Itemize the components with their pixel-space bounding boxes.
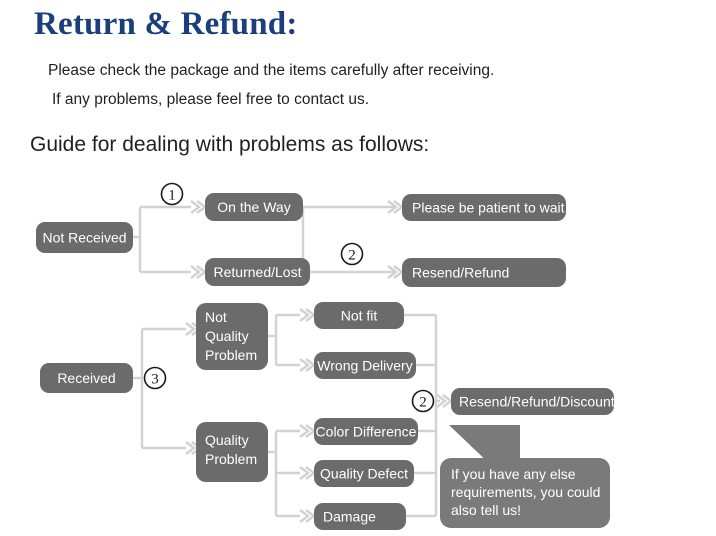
arrowhead-wrong-delivery <box>299 358 316 372</box>
node-not-quality-problem-line3: Problem <box>205 347 257 363</box>
node-returned-lost-label: Returned/Lost <box>214 264 302 280</box>
intro-line-1: Please check the package and the items c… <box>48 62 495 79</box>
node-not-fit[interactable]: Not fit <box>314 302 404 329</box>
node-resend-refund-discount-label: Resend/Refund/Discount <box>459 394 615 410</box>
page-title: Return & Refund: <box>34 6 298 42</box>
arrowhead-not-fit <box>299 308 316 322</box>
node-color-difference-label: Color Difference <box>316 424 417 440</box>
node-quality-problem-line2: Problem <box>205 451 257 467</box>
callout-line-3: also tell us! <box>451 502 521 518</box>
node-resend-refund[interactable]: Resend/Refund <box>402 258 566 287</box>
node-returned-lost[interactable]: Returned/Lost <box>205 258 310 286</box>
node-quality-defect[interactable]: Quality Defect <box>314 460 414 487</box>
intro-line-2: If any problems, please feel free to con… <box>52 91 370 108</box>
callout-bubble: If you have any else requirements, you c… <box>440 425 610 528</box>
node-on-the-way[interactable]: On the Way <box>205 193 303 221</box>
node-not-fit-label: Not fit <box>341 308 378 324</box>
arrowhead-damage <box>299 509 316 523</box>
node-please-be-patient-label: Please be patient to wait <box>412 200 565 216</box>
node-quality-problem-line1: Quality <box>205 432 249 448</box>
node-not-received-label: Not Received <box>42 230 126 246</box>
guide-heading: Guide for dealing with problems as follo… <box>30 133 430 156</box>
connector-qp-split <box>268 429 300 518</box>
node-not-received[interactable]: Not Received <box>36 222 133 253</box>
arrowhead-quality-defect <box>299 466 316 480</box>
node-resend-refund-label: Resend/Refund <box>412 265 509 281</box>
marker-two-top: 2 <box>340 242 364 266</box>
node-resend-refund-discount[interactable]: Resend/Refund/Discount <box>451 388 615 415</box>
node-on-the-way-label: On the Way <box>217 199 290 215</box>
node-quality-problem[interactable]: Quality Problem <box>196 422 268 482</box>
connector-received-split <box>133 327 186 450</box>
node-received-label: Received <box>57 370 115 386</box>
node-not-quality-problem-line1: Not <box>205 309 227 325</box>
node-not-quality-problem[interactable]: Not Quality Problem <box>196 303 268 370</box>
connector-nqp-split <box>268 313 300 367</box>
node-not-quality-problem-line2: Quality <box>205 328 249 344</box>
connector-merge-bus <box>404 313 440 518</box>
marker-two-top-label: 2 <box>348 248 356 264</box>
marker-two-bottom-label: 2 <box>419 395 427 411</box>
node-received[interactable]: Received <box>40 363 133 393</box>
marker-three: 3 <box>143 366 167 390</box>
marker-two-bottom: 2 <box>411 389 435 413</box>
node-wrong-delivery-label: Wrong Delivery <box>317 358 412 374</box>
connector-not-received-split <box>133 205 191 274</box>
callout-line-2: requirements, you could <box>451 484 600 500</box>
callout-line-1: If you have any else <box>451 466 576 482</box>
arrowhead-on-the-way <box>190 200 207 214</box>
node-please-be-patient[interactable]: Please be patient to wait <box>402 194 566 221</box>
node-color-difference[interactable]: Color Difference <box>314 418 418 445</box>
node-wrong-delivery[interactable]: Wrong Delivery <box>314 352 416 379</box>
arrowhead-color-difference <box>299 424 316 438</box>
marker-one: 1 <box>160 182 184 206</box>
node-damage[interactable]: Damage <box>314 503 406 530</box>
marker-three-label: 3 <box>151 372 159 388</box>
marker-one-label: 1 <box>168 188 176 204</box>
node-quality-defect-label: Quality Defect <box>320 466 408 482</box>
arrowhead-returned-lost <box>190 265 207 279</box>
node-damage-label: Damage <box>323 509 376 525</box>
